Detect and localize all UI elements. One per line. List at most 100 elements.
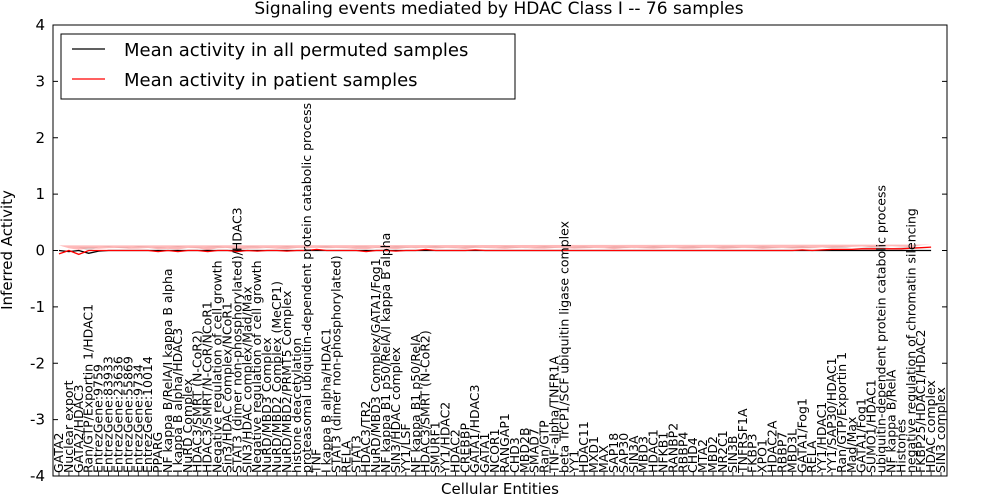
x-axis-title: Cellular Entities — [441, 480, 559, 498]
y-axis-title: Inferred Activity — [0, 190, 16, 310]
x-tick-label: SIN3/HDAC complex — [388, 347, 403, 473]
x-tick-label: STAT3 (dimer non-phosphorylated)/HDAC3 — [229, 207, 244, 473]
legend-label-patient: Mean activity in patient samples — [124, 70, 418, 91]
x-tick-label: GATA1/Fog1 — [794, 398, 809, 473]
x-tick-label: HDAC3/SMRT (N-CoR2) — [190, 330, 205, 473]
x-tick-label: GATA2 — [51, 433, 66, 473]
x-tick-label: RBBP4 — [675, 432, 690, 473]
x-tick-label: Sin3/HDAC complex/NCoR1 — [220, 302, 235, 473]
x-tick-label: SUMO1/HDAC1 — [864, 379, 879, 473]
legend-box — [60, 33, 516, 100]
x-tick-label: RELA — [338, 440, 353, 473]
x-tick-label: histone deacetylation — [289, 338, 304, 473]
x-tick-label: Mad/Max — [844, 417, 859, 473]
x-tick-label: MXD1 — [586, 436, 601, 473]
x-tick-label: I kappa B alpha/HDAC3 — [170, 328, 185, 473]
x-tick-label: RELA — [804, 440, 819, 473]
y-tick-label: 4 — [35, 16, 45, 34]
x-tick-label: negative regulation of chromatin silenci… — [903, 208, 918, 473]
x-tick-label: HDAC3/SMRT/N-CoR/NCoR1 — [200, 301, 215, 473]
x-tick-label: EntrezGene:10014 — [140, 356, 155, 473]
x-tick-label: EntrezGene:83933 — [101, 356, 116, 473]
x-tick-label: EntrezGene:55869 — [120, 356, 135, 473]
x-tick-label: PPARG — [150, 432, 165, 473]
x-tick-label: MBD2 — [705, 436, 720, 473]
x-tick-label: STAT3 — [348, 435, 363, 473]
x-tick-label: EntrezGene:9734 — [130, 364, 145, 473]
x-tick-label: beta TrCP1/SCF ubiquitin ligase complex — [556, 221, 571, 473]
y-tick-label: 3 — [35, 72, 45, 90]
x-tick-label: NF kappa B1 p50/RelA/I kappa B alpha — [378, 233, 393, 473]
x-tick-label: RANGAP1 — [497, 413, 512, 473]
x-tick-label: HDAC1 — [646, 429, 661, 473]
series-line-patient — [58, 246, 932, 256]
x-tick-label: HDAC3/SMRT (N-CoR2) — [418, 330, 433, 473]
x-tick-label: YY1/LSF — [398, 423, 413, 474]
x-tick-label: RANBP2 — [665, 423, 680, 473]
y-tick-label: -1 — [30, 298, 45, 316]
x-tick-label: NF kappa B1 p50/RelA — [408, 333, 423, 473]
x-tick-label: Nuclear export — [61, 380, 76, 473]
x-tick-label: Histones — [893, 419, 908, 473]
x-tick-label: RBBP7 — [774, 432, 789, 473]
x-tick-label: YY1/SAP30/HDAC1 — [824, 357, 839, 474]
x-tick-label: GATA2/HDAC3 — [71, 385, 86, 473]
y-tick-label: -2 — [30, 354, 45, 372]
x-tick-label: NFKB1 — [656, 432, 671, 473]
x-tick-label: MTA2 — [695, 439, 710, 473]
x-tick-label: XPO1 — [755, 439, 770, 473]
x-tick-label: CHD3 — [507, 437, 522, 473]
x-tick-label: STAT3 (dimer non-phosphorylated) — [329, 255, 344, 473]
x-tick-label: FKBP25/HDAC1/HDAC2 — [913, 330, 928, 473]
x-tick-label: I kappa B alpha/HDAC1 — [319, 328, 334, 473]
y-tick-label: 0 — [35, 242, 45, 260]
x-tick-label: SAP30 — [616, 433, 631, 473]
x-tick-label: proteasomal ubiquitin-dependent protein … — [299, 103, 314, 473]
x-tick-label: TNFRSF1A — [735, 408, 750, 474]
x-tick-label: Negative regulation of cell growth — [210, 260, 225, 473]
x-tick-label: MBD3 — [636, 436, 651, 473]
x-tick-label: Ran/GTP/Exportin 1/HDAC1 — [81, 304, 96, 473]
x-tick-label: NF kappa B/RelA — [883, 369, 898, 473]
x-tick-label: TNF — [309, 449, 324, 474]
x-tick-label: NR2C1 — [715, 430, 730, 473]
x-tick-label: ubiquitin-dependent protein catabolic pr… — [874, 185, 889, 473]
x-tick-label: NuRD/MBD2/PRMT5 Complex — [279, 291, 294, 473]
y-tick-label: 2 — [35, 129, 45, 147]
x-tick-label: FKBP3 — [745, 434, 760, 473]
x-tick-label: NCOR1 — [487, 428, 502, 473]
x-tick-label: YY1 — [566, 450, 581, 474]
x-tick-label: Negative regulation of cell growth — [249, 260, 264, 473]
x-tick-label: NuRD Complex — [180, 379, 195, 473]
x-tick-label: HDAC2 — [447, 429, 462, 473]
x-tick-label: YY1/HDAC1 — [814, 402, 829, 474]
x-tick-label: NF kappa B/RelA/I kappa B alpha — [160, 268, 175, 473]
x-tick-label: HDAC complex — [923, 380, 938, 473]
x-tick-label: NuRD/MBD3 Complex/GATA1/Fog1 — [368, 258, 383, 473]
x-tick-label: SIN3/HDAC complex/Mad/Max — [239, 286, 254, 473]
y-tick-label: -4 — [30, 467, 45, 485]
x-tick-label: MAX — [596, 445, 611, 473]
x-tick-label: MBD2B — [517, 427, 532, 473]
x-tick-label: SMURF1 — [428, 421, 443, 473]
x-tick-label: NuRD/MBD3 Complex — [259, 337, 274, 473]
x-tick-label: CREBBP — [457, 423, 472, 473]
x-tick-label: Ran/GTP/Exportin 1 — [834, 352, 849, 473]
x-tick-label: SMAD7 — [527, 428, 542, 473]
x-tick-label: SAP18 — [606, 433, 621, 473]
x-tick-label: HDAC11 — [576, 421, 591, 473]
x-tick-label: HDAC3/TR2 — [358, 401, 373, 473]
x-tick-label: NuRD/MBD2 Complex (MeCP1) — [269, 281, 284, 473]
x-tick-label: TNF-alpha/TNFR1A — [547, 356, 562, 474]
patient-spread-band — [59, 244, 932, 251]
legend: Mean activity in all permuted samples Me… — [60, 33, 516, 100]
x-tick-label: EntrezGene:9759 — [91, 364, 106, 473]
x-tick-label: EntrezGene:23636 — [111, 356, 126, 473]
y-tick-label: 1 — [35, 185, 45, 203]
chart-title: Signaling events mediated by HDAC Class … — [254, 0, 743, 19]
y-tick-label: -3 — [30, 411, 45, 429]
legend-label-permuted: Mean activity in all permuted samples — [124, 40, 468, 61]
x-tick-label: HDAC2A — [765, 420, 780, 473]
x-tick-label: SIN3B — [725, 436, 740, 474]
